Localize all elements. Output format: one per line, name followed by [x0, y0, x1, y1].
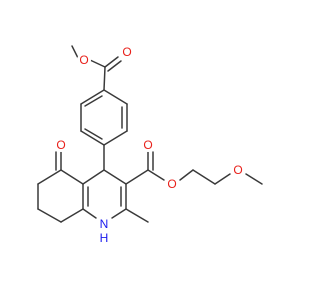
svg-text:H: H — [100, 231, 109, 245]
bond-benzene-4 — [103, 130, 128, 146]
bond-c4-c4a — [82, 169, 105, 185]
atom-o-aryl-carbonyl: O — [120, 45, 134, 59]
atom-o-aryl-ester-link: O — [77, 53, 91, 67]
bond-benzene-3-inner — [84, 128, 103, 140]
atom-o-ester-link: O — [165, 177, 179, 191]
bond-c5-c6 — [37, 169, 62, 185]
molecule-structure: O O O O O O N H — [37, 45, 263, 245]
bond-benzene-3 — [80, 130, 105, 146]
bond-carbonyl-o-link — [147, 169, 165, 181]
svg-text:O: O — [143, 138, 152, 152]
bond-benzene-1-inner — [84, 95, 103, 107]
bond-carbonyl-o-double — [107, 60, 122, 72]
svg-text:O: O — [79, 53, 88, 67]
bond-c8-c8a — [60, 208, 84, 223]
bond-benzene-1 — [80, 89, 105, 105]
bond-n-c8a — [82, 208, 97, 219]
svg-text:O: O — [167, 177, 176, 191]
bond-benzene-6 — [103, 89, 128, 105]
atom-layer: O O O O O O N H — [54, 45, 245, 245]
bond-c7-c8 — [37, 208, 62, 223]
bond-carbonyl-o — [104, 56, 119, 68]
bond-o-ch2 — [179, 169, 194, 181]
svg-text:N: N — [100, 217, 109, 231]
bond-layer — [37, 45, 263, 223]
bond-o-carbonyl — [89, 59, 106, 68]
atom-o-ester-carbonyl: O — [141, 138, 155, 152]
bond-ch2-o-ether — [214, 173, 231, 185]
bond-c2-n — [111, 208, 127, 219]
bond-o-ether-methyl — [245, 173, 263, 185]
bond-methyl-o — [71, 45, 79, 59]
bond-c2-methyl — [125, 208, 149, 223]
bond-c4a-c5 — [60, 169, 84, 185]
svg-text:O: O — [56, 138, 65, 152]
bond-c3-carbonyl — [125, 169, 149, 185]
atom-o-ether: O — [231, 163, 245, 177]
svg-text:O: O — [233, 163, 242, 177]
svg-text:O: O — [122, 45, 131, 59]
bond-carbonyl-ring — [103, 66, 106, 91]
atom-o-ketone: O — [54, 138, 68, 152]
bond-c4-c3 — [103, 169, 127, 185]
bond-ch2-ch2 — [192, 169, 216, 185]
atom-nh-ring: N H — [96, 216, 112, 245]
